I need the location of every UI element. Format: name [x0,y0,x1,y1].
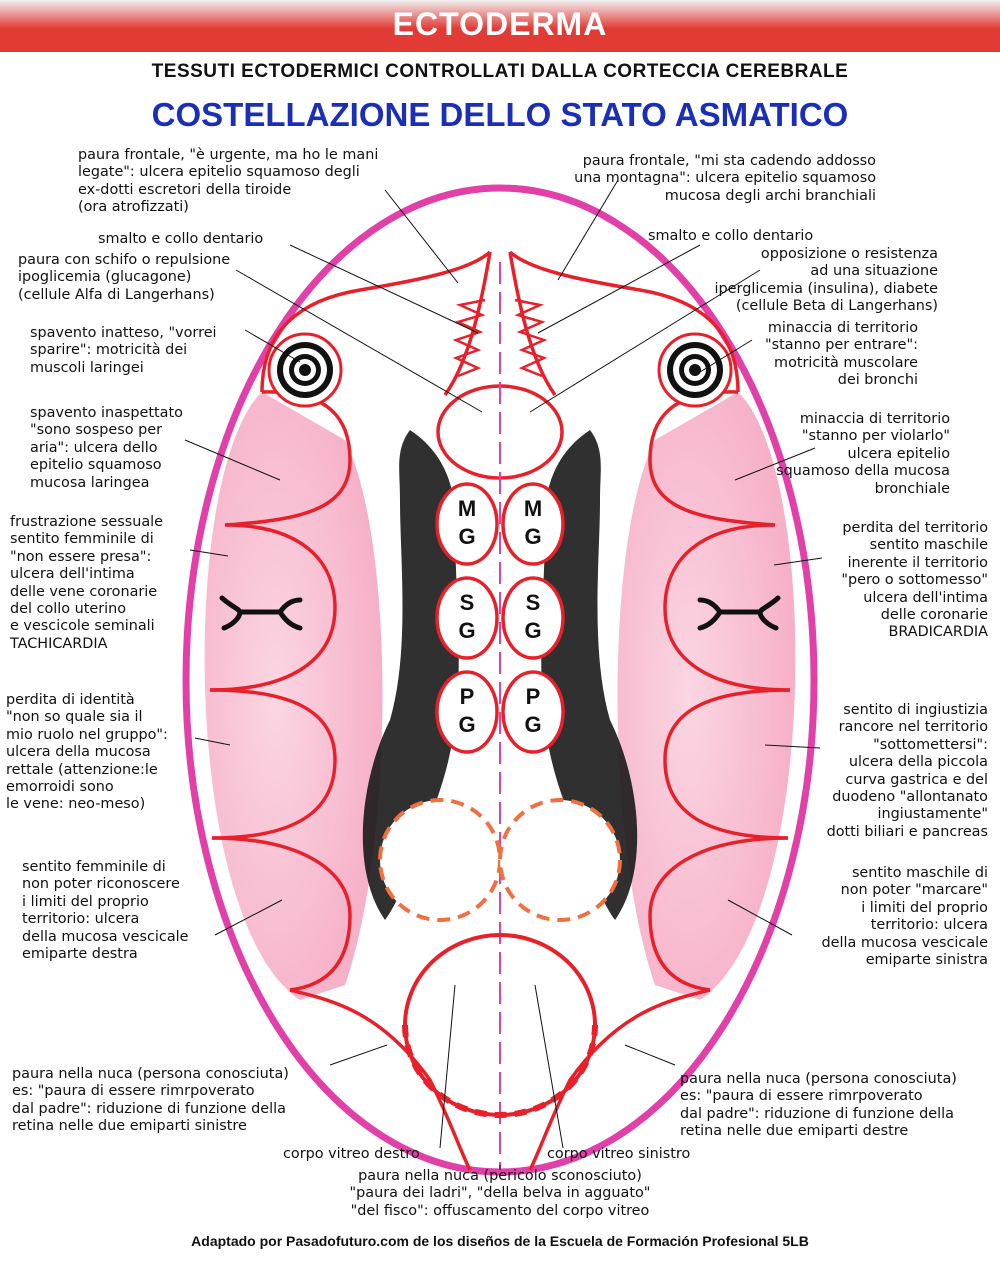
label-frontal-fear-left: paura frontale, "è urgente, ma ho le man… [78,147,379,216]
relay-r3-a: P [526,684,541,709]
left-hatched-band [362,430,459,920]
left-dashed-circle [378,798,502,922]
relay-l1-b: G [458,524,475,549]
label-bladder-left: sentito maschile di non poter "marcare" … [821,865,988,969]
left-heart-mark [219,595,303,631]
label-stomach-duodenum: sentito di ingiustizia rancore nel terri… [826,702,988,840]
label-rectal-mucosa: perdita di identità "non so quale sia il… [6,692,168,813]
left-target-icon [267,332,343,408]
relay-l3-a: P [460,684,475,709]
right-lobe-4 [648,836,789,992]
label-tooth-enamel-right: smalto e collo dentario [648,228,814,244]
relay-oval-left-3 [435,670,499,754]
label-tooth-enamel-left: smalto e collo dentario [98,231,264,247]
left-lobe-4 [211,836,352,992]
label-vitreous-right: corpo vitreo destro [283,1146,420,1162]
right-target-icon [657,332,733,408]
right-dental-zigzag [514,298,548,378]
page-subtitle: TESSUTI ECTODERMICI CONTROLLATI DALLA CO… [151,61,849,82]
banner-title: ECTODERMA [392,6,608,42]
relay-r2-a: S [526,590,541,615]
relay-r1-a: M [524,496,542,521]
footer-credit: Adaptado por Pasadofuturo.com de los dis… [191,1233,809,1249]
right-pink-band [617,392,796,1000]
relay-r3-b: G [524,712,541,737]
relay-l3-b: G [458,712,475,737]
label-bronchi-motor: minaccia di territorio "stanno per entra… [765,320,918,389]
right-heart-mark [697,595,781,631]
label-retina-right: paura nella nuca (persona conosciuta) es… [680,1071,957,1140]
label-frontal-fear-right: paura frontale, "mi sta cadendo addosso … [574,153,876,204]
relay-oval-right-1 [501,482,565,566]
left-lobe-3 [209,688,337,840]
label-hypoglycemia: paura con schifo o repulsione ipoglicemi… [18,252,231,303]
label-larynx-mucosa: spavento inaspettato "sono sospeso per a… [30,405,183,491]
relay-l2-a: S [460,590,475,615]
label-vitreous-left: corpo vitreo sinistro [547,1146,691,1162]
relay-l1-a: M [458,496,476,521]
page-title: COSTELLAZIONE DELLO STATO ASMATICO [151,96,849,133]
label-coronary-veins: frustrazione sessuale sentito femminile … [10,514,164,652]
header-banner: ECTODERMA [0,0,1000,52]
vitreous-dashed-arc [402,1024,598,1118]
left-top-arc [260,250,492,393]
left-dental-zigzag [452,298,486,378]
label-bronchial-mucosa: minaccia di territorio "stanno per viola… [776,411,950,497]
relay-r2-b: G [524,618,541,643]
brain-outline [182,184,818,1176]
label-retina-left: paura nella nuca (persona conosciuta) es… [12,1066,289,1135]
label-hyperglycemia: opposizione o resistenza ad una situazio… [714,246,938,315]
right-bottom-arc [528,988,711,1171]
right-top-arc [508,250,740,393]
label-coronary-arteries: perdita del territorio sentito maschile … [841,520,988,641]
label-bladder-right: sentito femminile di non poter riconosce… [22,859,189,963]
left-pink-band [204,392,383,1000]
relay-oval-left-2 [435,576,499,660]
right-lobe-3 [663,688,791,840]
relay-oval-right-2 [501,576,565,660]
relay-oval-left-1 [435,482,499,566]
relay-l2-b: G [458,618,475,643]
relay-oval-right-3 [501,670,565,754]
right-lobe-2 [663,523,791,692]
left-bottom-arc [289,988,472,1171]
left-lobe-2 [209,523,337,692]
relay-r1-b: G [524,524,541,549]
label-larynx-motor: spavento inatteso, "vorrei sparire": mot… [30,325,217,376]
label-vitreous-body: paura nella nuca (pericolo sconosciuto) … [349,1168,651,1219]
right-hatched-band [541,430,638,920]
right-dashed-circle [498,798,622,922]
